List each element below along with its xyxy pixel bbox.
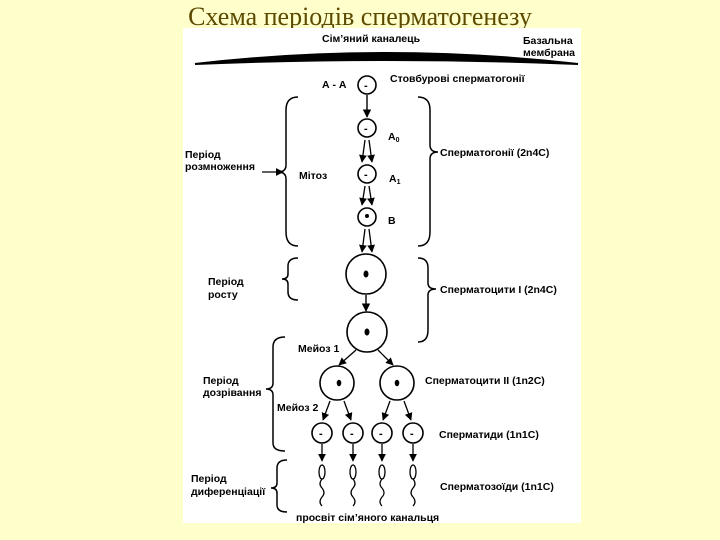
period-differentiation-line2: диференціації <box>191 486 266 498</box>
maturation-brace-left <box>265 336 286 452</box>
a1-cell-sign: - <box>364 169 368 181</box>
spermatid-1 <box>311 422 333 444</box>
arrow-m2-4 <box>403 400 413 421</box>
spermatozoon-1 <box>318 464 326 507</box>
spermatid-3 <box>371 422 393 444</box>
period-growth-line2: росту <box>208 289 238 301</box>
arrow-b-sc1-left <box>359 228 367 253</box>
arrow-m2-1 <box>321 400 331 421</box>
arrow-a1-b-left <box>359 185 367 206</box>
spermatid-2 <box>342 422 364 444</box>
spermatids-label: Сперматиди (1n1C) <box>439 429 539 441</box>
arrow-a1-b-right <box>367 185 375 206</box>
growth-brace-left <box>281 257 299 301</box>
period-maturation-line2: дозрівання <box>203 387 261 399</box>
spermatogonia-label: Сперматогонії (2n4C) <box>440 147 549 159</box>
membrane-label-line2: мембрана <box>523 47 575 59</box>
spermatocyte1-nucleus-b <box>364 328 370 336</box>
period-maturation-line1: Період <box>203 375 239 387</box>
spermatozoa-label: Сперматозоїди (1n1C) <box>440 481 554 493</box>
membrane-label-line1: Базальна <box>523 35 573 47</box>
stem-cell <box>357 75 377 95</box>
tubule-label: Сім’яний каналець <box>322 33 421 45</box>
spermatid-3-sign: - <box>379 428 383 440</box>
spermatid-2-sign: - <box>350 428 354 440</box>
mitosis-label: Мітоз <box>299 170 327 182</box>
spermatocyte2-nucleus-right <box>394 379 400 387</box>
slide-title: Схема періодів сперматогенезу <box>188 2 532 31</box>
arrow-m1-right <box>377 349 394 366</box>
meiosis1-label: Мейоз 1 <box>298 343 339 355</box>
spermatid-4-sign: - <box>410 428 414 440</box>
spermatocyte1-nucleus-a <box>363 270 369 278</box>
arrow-m1-left <box>338 349 357 366</box>
period-reproduction-line1: Період <box>185 149 221 161</box>
spermatid-1-sign: - <box>319 428 323 440</box>
a1-cell <box>357 164 377 184</box>
arrow-m2-2 <box>343 400 353 421</box>
a0-cell <box>357 118 377 138</box>
arrow-a0-a1-left <box>359 139 367 163</box>
basement-membrane <box>194 52 579 65</box>
lumen-label: просвіт сім’яного канальця <box>296 512 439 524</box>
spermatozoon-2 <box>349 464 357 507</box>
spermatozoon-3 <box>378 464 386 507</box>
arrow-b-sc1-right <box>367 228 375 253</box>
arrow-a0-a1-right <box>367 139 375 163</box>
aa-label: А - А <box>322 79 347 91</box>
a1-label: А1 <box>389 173 401 186</box>
spermatocytes1-label: Сперматоцити І (2n4C) <box>440 284 557 296</box>
b-label: В <box>388 215 396 227</box>
spermatocyte1-brace-right <box>417 257 437 343</box>
arrow-m2-3 <box>381 400 391 421</box>
period-growth-line1: Період <box>208 276 244 288</box>
spermatid-4 <box>402 422 424 444</box>
spermatocytes2-label: Сперматоцити ІІ (1n2C) <box>425 375 545 387</box>
stem-label: Стовбурові сперматогонії <box>390 73 526 85</box>
b-cell-nucleus <box>365 214 369 218</box>
stem-cell-sign: - <box>364 80 368 92</box>
differentiation-brace-left <box>270 459 288 513</box>
spermatocyte2-nucleus-left <box>336 379 342 387</box>
spermatogonia-brace-right <box>417 96 439 247</box>
a0-cell-sign: - <box>364 123 368 135</box>
period-differentiation-line1: Період <box>191 473 227 485</box>
meiosis2-label: Мейоз 2 <box>277 402 318 414</box>
a0-label: А0 <box>388 131 400 144</box>
spermatozoon-4 <box>409 464 417 507</box>
period-reproduction-line2: розмноження <box>185 161 255 173</box>
